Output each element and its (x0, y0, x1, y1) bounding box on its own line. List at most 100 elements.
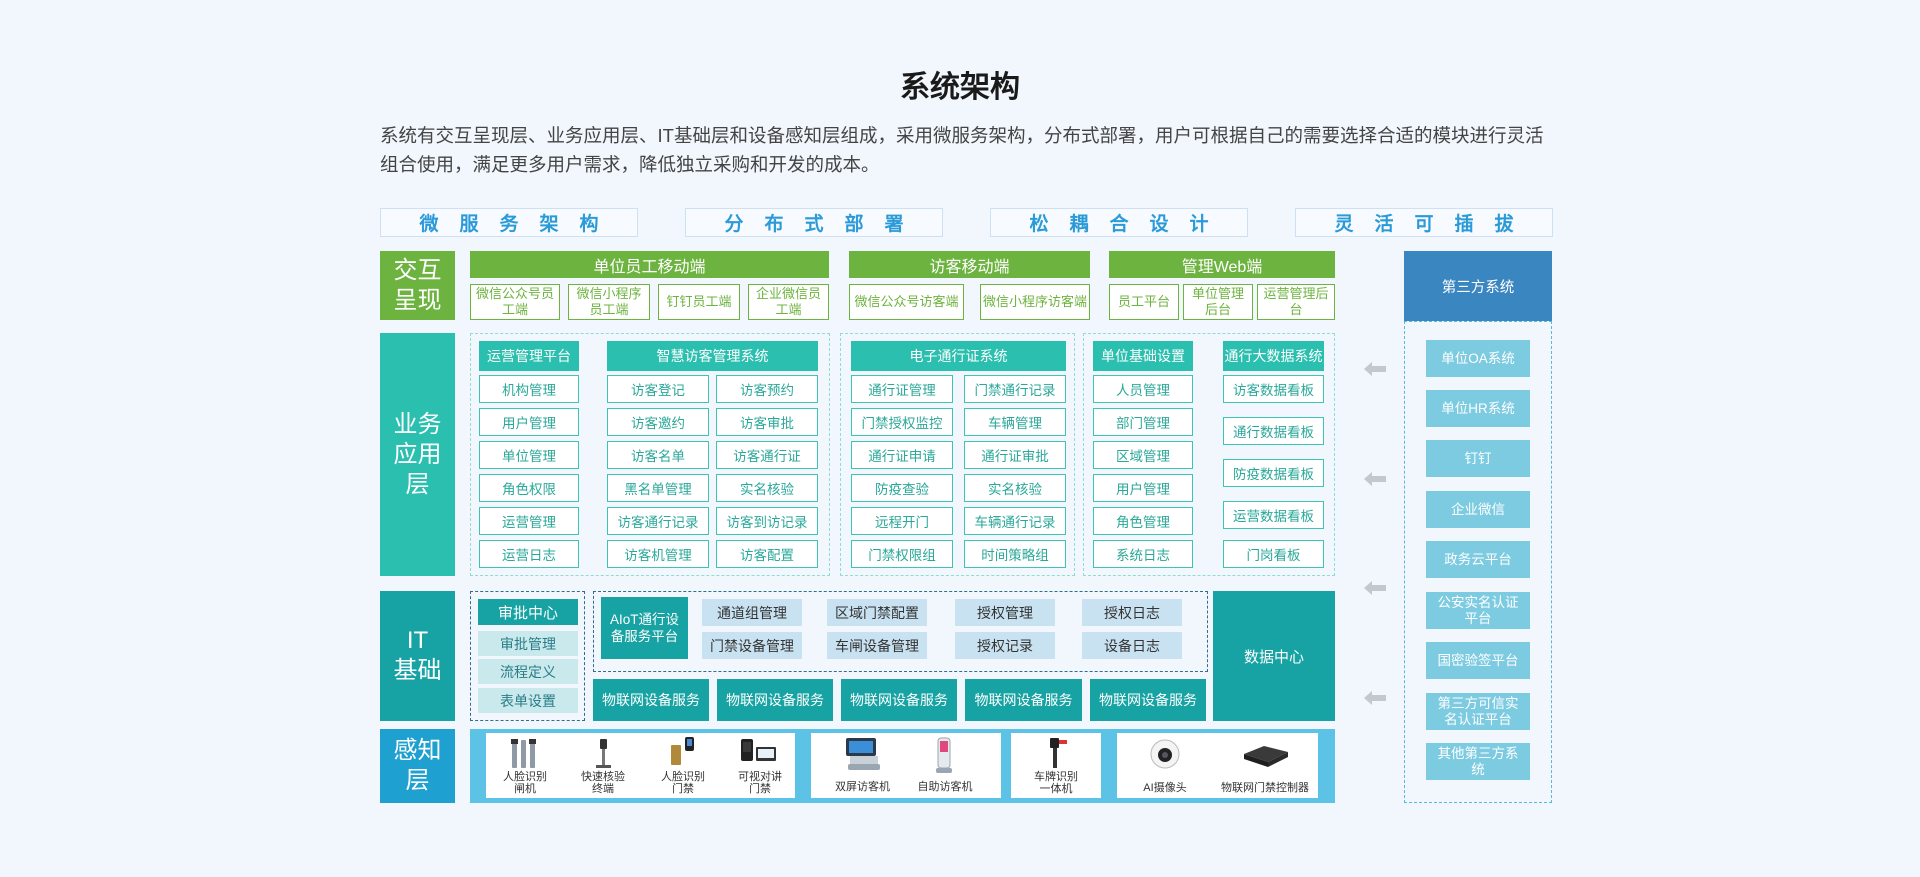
iot-service[interactable]: 物联网设备服务 (1090, 679, 1206, 721)
pass-item[interactable]: 时间策略组 (964, 540, 1066, 568)
it-chip[interactable]: 授权记录 (955, 632, 1055, 659)
principle-microservice: 微服务架构 (380, 208, 638, 237)
principle-loose-coupling: 松耦合设计 (990, 208, 1248, 237)
third-party-item[interactable]: 国密验签平台 (1426, 642, 1530, 679)
third-party-item[interactable]: 其他第三方系统 (1426, 743, 1530, 780)
base-item[interactable]: 部门管理 (1093, 408, 1193, 436)
third-party-item[interactable]: 钉钉 (1426, 440, 1530, 477)
base-item[interactable]: 区域管理 (1093, 441, 1193, 469)
layer-it: IT 基础 (380, 591, 455, 721)
visitor-item[interactable]: 访客机管理 (607, 540, 709, 568)
principle-pluggable: 灵活可插拔 (1295, 208, 1553, 237)
iot-service[interactable]: 物联网设备服务 (841, 679, 957, 721)
third-party-item[interactable]: 公安实名认证平台 (1426, 592, 1530, 629)
visitor-item[interactable]: 访客名单 (607, 441, 709, 469)
web-unit-admin[interactable]: 单位管理后台 (1183, 284, 1253, 320)
iot-service[interactable]: 物联网设备服务 (593, 679, 709, 721)
approval-item[interactable]: 表单设置 (478, 688, 578, 713)
visitor-item[interactable]: 实名核验 (716, 474, 818, 502)
bigdata-item[interactable]: 通行数据看板 (1223, 417, 1324, 445)
ops-item[interactable]: 角色权限 (479, 474, 579, 502)
it-chip[interactable]: 区域门禁配置 (827, 599, 927, 626)
visitor-item[interactable]: 访客配置 (716, 540, 818, 568)
visitor-wechat-miniprogram[interactable]: 微信小程序访客端 (980, 284, 1090, 320)
intercom-icon (738, 737, 780, 769)
approval-item[interactable]: 流程定义 (478, 659, 578, 684)
principle-distributed: 分布式部署 (685, 208, 943, 237)
group-web-title: 管理Web端 (1109, 251, 1335, 278)
web-ops-admin[interactable]: 运营管理后台 (1257, 284, 1335, 320)
device-panel-kiosk (811, 733, 1001, 798)
iot-service[interactable]: 物联网设备服务 (717, 679, 833, 721)
staff-wechat-official[interactable]: 微信公众号员工端 (470, 284, 560, 320)
third-party-item[interactable]: 第三方可信实名认证平台 (1426, 693, 1530, 730)
page-title: 系统架构 (900, 71, 1020, 104)
base-item[interactable]: 人员管理 (1093, 375, 1193, 403)
pass-item[interactable]: 通行证审批 (964, 441, 1066, 469)
group-visitor-mobile-title: 访客移动端 (849, 251, 1090, 278)
pass-item[interactable]: 实名核验 (964, 474, 1066, 502)
device-label: 快速核验 终端 (581, 771, 625, 795)
staff-wecom[interactable]: 企业微信员工端 (748, 284, 829, 320)
bigdata-item[interactable]: 访客数据看板 (1223, 375, 1324, 403)
aiot-platform[interactable]: AIoT通行设备服务平台 (601, 597, 688, 659)
third-party-item[interactable]: 政务云平台 (1426, 541, 1530, 578)
self-service-kiosk-icon (931, 736, 957, 776)
web-staff-platform[interactable]: 员工平台 (1109, 284, 1179, 320)
device-label: 车牌识别 一体机 (1034, 771, 1078, 795)
visitor-item[interactable]: 访客通行记录 (607, 507, 709, 535)
staff-wechat-miniprogram[interactable]: 微信小程序员工端 (568, 284, 650, 320)
it-chip[interactable]: 授权管理 (955, 599, 1055, 626)
third-party-item[interactable]: 单位HR系统 (1426, 390, 1530, 427)
layer-interaction: 交互 呈现 (380, 251, 455, 320)
data-center[interactable]: 数据中心 (1213, 591, 1335, 721)
arrow-left-icon (1364, 691, 1386, 705)
visitor-item[interactable]: 访客到访记录 (716, 507, 818, 535)
pass-item[interactable]: 远程开门 (851, 507, 953, 535)
visitor-item[interactable]: 访客登记 (607, 375, 709, 403)
page-description: 系统有交互呈现层、业务应用层、IT基础层和设备感知层组成，采用微服务架构，分布式… (380, 125, 1544, 175)
ops-platform-title: 运营管理平台 (479, 341, 579, 371)
third-party-item[interactable]: 单位OA系统 (1426, 340, 1530, 377)
pass-item[interactable]: 车辆通行记录 (964, 507, 1066, 535)
pass-item[interactable]: 通行证申请 (851, 441, 953, 469)
approval-item[interactable]: 审批管理 (478, 631, 578, 656)
visitor-item[interactable]: 黑名单管理 (607, 474, 709, 502)
ops-item[interactable]: 单位管理 (479, 441, 579, 469)
visitor-item[interactable]: 访客预约 (716, 375, 818, 403)
pass-item[interactable]: 门禁授权监控 (851, 408, 953, 436)
visitor-item[interactable]: 访客审批 (716, 408, 818, 436)
base-item[interactable]: 用户管理 (1093, 474, 1193, 502)
iot-service[interactable]: 物联网设备服务 (965, 679, 1082, 721)
ops-item[interactable]: 用户管理 (479, 408, 579, 436)
pass-item[interactable]: 门禁权限组 (851, 540, 953, 568)
it-chip[interactable]: 授权日志 (1082, 599, 1182, 626)
pass-item[interactable]: 通行证管理 (851, 375, 953, 403)
ops-item[interactable]: 机构管理 (479, 375, 579, 403)
ops-item[interactable]: 运营日志 (479, 540, 579, 568)
device-label: 物联网门禁控制器 (1221, 782, 1309, 794)
visitor-item[interactable]: 访客邀约 (607, 408, 709, 436)
visitor-wechat-official[interactable]: 微信公众号访客端 (849, 284, 964, 320)
it-chip[interactable]: 设备日志 (1082, 632, 1182, 659)
business-group-right (1083, 333, 1335, 576)
group-staff-mobile-title: 单位员工移动端 (470, 251, 829, 278)
third-party-item[interactable]: 企业微信 (1426, 491, 1530, 528)
base-settings-title: 单位基础设置 (1093, 341, 1193, 371)
staff-dingtalk[interactable]: 钉钉员工端 (658, 284, 740, 320)
ops-item[interactable]: 运营管理 (479, 507, 579, 535)
bigdata-item[interactable]: 防疫数据看板 (1223, 459, 1324, 487)
pass-item[interactable]: 车辆管理 (964, 408, 1066, 436)
pass-item[interactable]: 门禁通行记录 (964, 375, 1066, 403)
base-item[interactable]: 系统日志 (1093, 540, 1193, 568)
visitor-item[interactable]: 访客通行证 (716, 441, 818, 469)
base-item[interactable]: 角色管理 (1093, 507, 1193, 535)
bigdata-item[interactable]: 门岗看板 (1223, 540, 1324, 568)
bigdata-item[interactable]: 运营数据看板 (1223, 501, 1324, 529)
it-chip[interactable]: 门禁设备管理 (702, 632, 802, 659)
it-chip[interactable]: 车闸设备管理 (827, 632, 927, 659)
pass-item[interactable]: 防疫查验 (851, 474, 953, 502)
business-group-pass (840, 333, 1075, 576)
it-chip[interactable]: 通道组管理 (702, 599, 802, 626)
approval-center-title: 审批中心 (478, 599, 578, 625)
